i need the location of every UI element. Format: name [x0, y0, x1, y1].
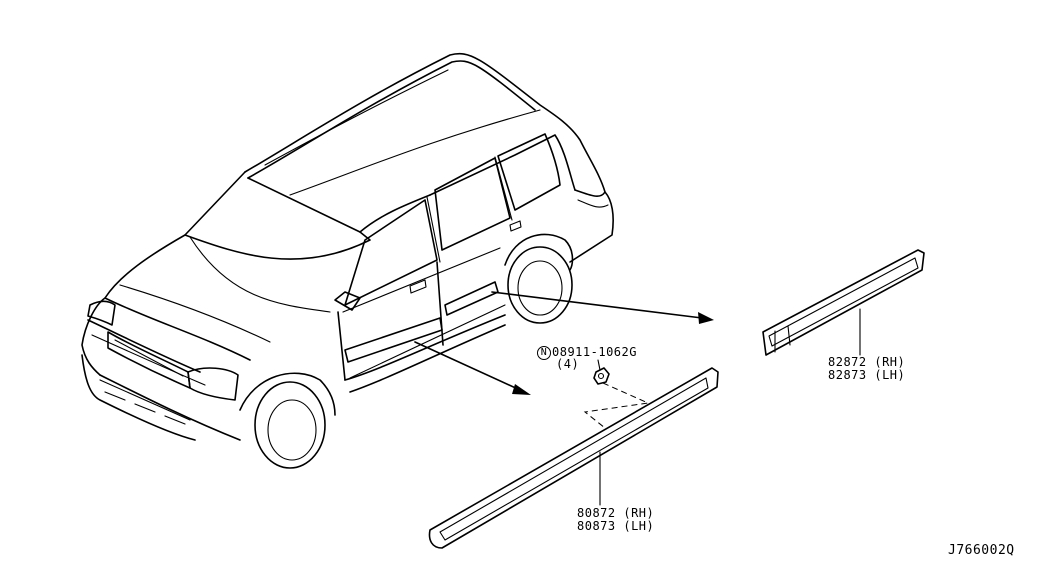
rear-door-moulding-part [762, 249, 925, 356]
front-door-moulding-part [428, 367, 719, 549]
front-moulding-lh-label: 80873 (LH) [577, 519, 655, 533]
diagram-id: J766002Q [948, 543, 1015, 558]
n-symbol-icon: N [537, 345, 551, 360]
rear-moulding-lh-label: 82873 (LH) [828, 368, 906, 382]
vehicle-illustration [81, 52, 614, 469]
nut-fastener [583, 359, 650, 429]
nut-part-number: 08911-1062G [552, 345, 637, 359]
nut-quantity: (4) [556, 357, 580, 371]
pointer-arrows [414, 291, 714, 395]
front-moulding-rh-label: 80872 (RH) [577, 506, 655, 520]
rear-moulding-rh-label: 82872 (RH) [828, 355, 906, 369]
arrow-head-icon [698, 312, 714, 324]
arrow-head-icon [512, 384, 531, 395]
